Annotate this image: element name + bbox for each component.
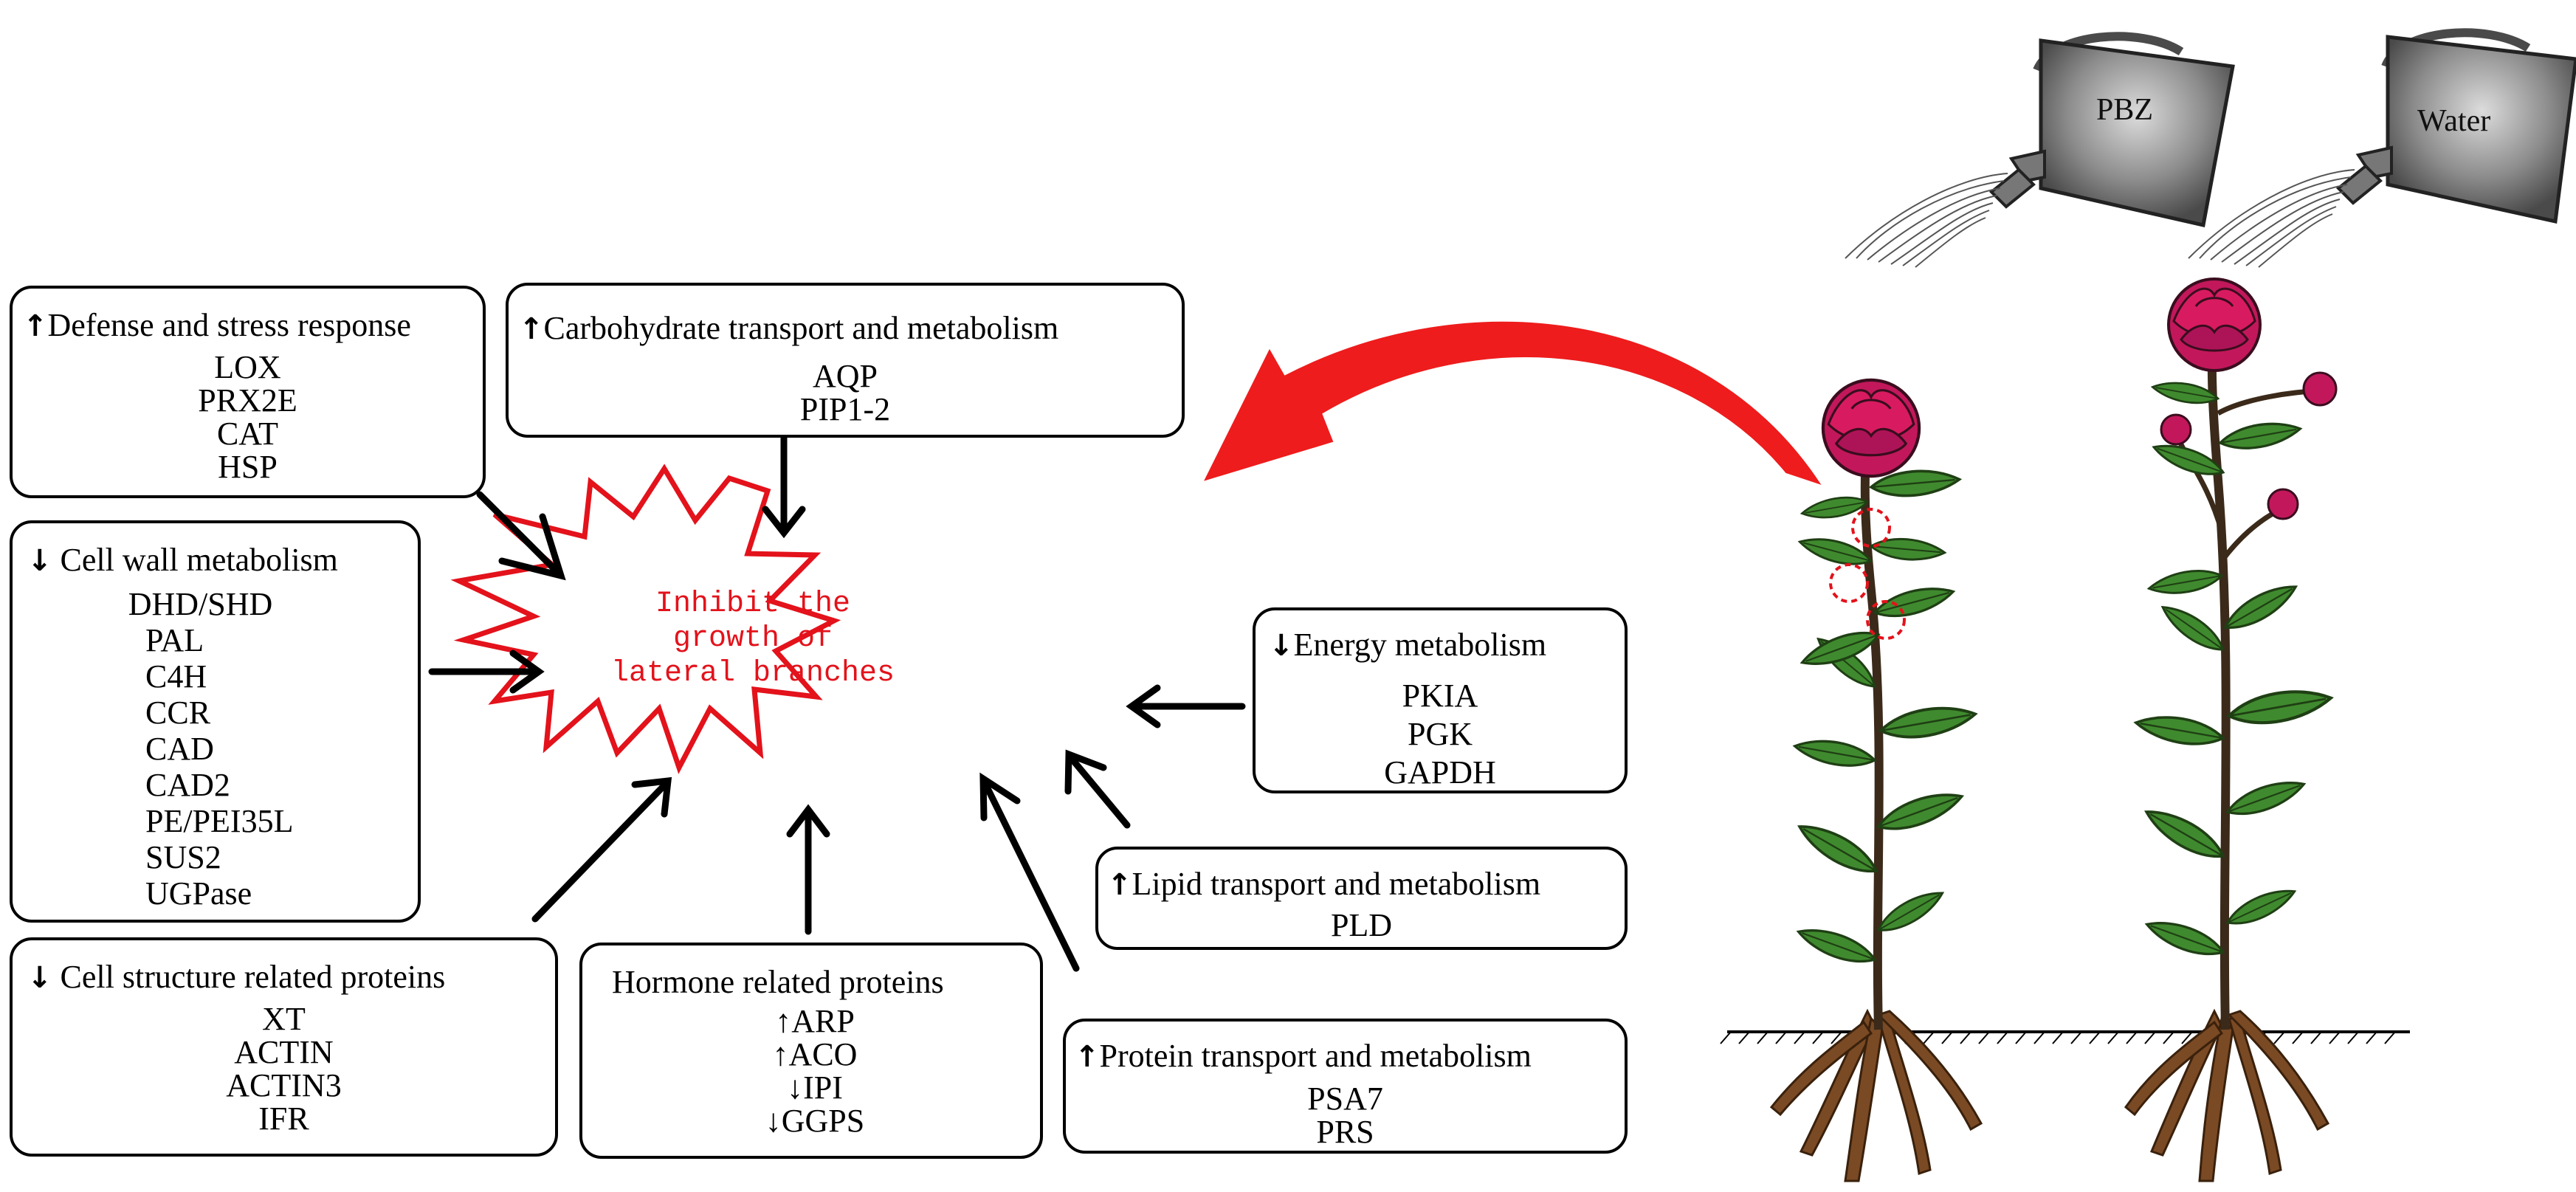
defense-item: PRX2E <box>198 382 297 418</box>
cell-structure-item: IFR <box>258 1100 309 1137</box>
cell-wall-item: PE/PEI35L <box>145 803 294 839</box>
carbohydrate-items: AQP PIP1-2 <box>509 359 1182 426</box>
defense-items: LOX PRX2E CAT HSP <box>13 351 483 483</box>
cell-wall-item: SUS2 <box>145 839 221 875</box>
cell-structure-title: ↓ Cell structure related proteins <box>27 959 446 995</box>
protein-title: ↑Protein transport and metabolism <box>1075 1038 1532 1074</box>
up-arrow-icon: ↑ <box>519 312 544 346</box>
energy-title: ↓Energy metabolism <box>1269 627 1547 663</box>
up-arrow-icon: ↑ <box>23 309 48 343</box>
pbz-label: PBZ <box>2096 93 2154 127</box>
hormone-items: ↑ARP ↑ACO ↓IPI ↓GGPS <box>590 1005 1040 1137</box>
cell-wall-item: DHD/SHD <box>128 586 273 622</box>
hormone-title: Hormone related proteins <box>612 964 944 1000</box>
defense-box: ↑Defense and stress response LOX PRX2E C… <box>10 286 486 498</box>
hormone-item: ↑ARP <box>775 1003 855 1039</box>
cell-wall-item: CAD <box>145 731 214 767</box>
water-watering-can <box>2188 28 2576 268</box>
cell-wall-item: CCR <box>145 695 211 731</box>
carbohydrate-box: ↑Carbohydrate transport and metabolism A… <box>506 283 1185 438</box>
center-line-3: lateral branches <box>610 657 895 690</box>
defense-item: HSP <box>218 449 278 485</box>
defense-item: LOX <box>214 349 281 385</box>
cell-wall-item: UGPase <box>145 875 252 912</box>
up-arrow-icon: ↑ <box>1075 1040 1100 1074</box>
water-plant <box>2124 278 2338 1182</box>
hormone-item: ↓IPI <box>787 1069 843 1106</box>
energy-item: GAPDH <box>1384 754 1496 790</box>
down-arrow-icon: ↓ <box>27 961 52 995</box>
defense-title: ↑Defense and stress response <box>23 307 411 343</box>
lipid-box: ↑Lipid transport and metabolism PLD <box>1095 847 1628 950</box>
cell-structure-item: ACTIN <box>234 1034 334 1070</box>
center-line-1: Inhibit the <box>655 588 851 621</box>
cell-structure-items: XT ACTIN ACTIN3 IFR <box>13 1002 555 1135</box>
cell-structure-item: XT <box>262 1001 306 1037</box>
hormone-box: Hormone related proteins ↑ARP ↑ACO ↓IPI … <box>579 943 1043 1159</box>
energy-item: PKIA <box>1402 678 1478 714</box>
protein-box: ↑Protein transport and metabolism PSA7 P… <box>1063 1019 1628 1154</box>
energy-item: PGK <box>1407 716 1473 752</box>
cell-structure-item: ACTIN3 <box>226 1067 342 1103</box>
curved-red-arrow <box>1204 321 1822 485</box>
lipid-item: PLD <box>1330 907 1393 943</box>
defense-item: CAT <box>216 416 279 452</box>
energy-items: PKIA PGK GAPDH <box>1256 677 1625 792</box>
energy-box: ↓Energy metabolism PKIA PGK GAPDH <box>1253 607 1628 793</box>
pbz-watering-can <box>1845 32 2235 268</box>
cell-wall-title: ↓ Cell wall metabolism <box>27 542 338 578</box>
water-label: Water <box>2417 104 2491 138</box>
input-arrows <box>428 434 1246 972</box>
cell-wall-box: ↓ Cell wall metabolism DHD/SHD PAL C4H C… <box>10 520 421 923</box>
center-label: Inhibit the growth of lateral branches <box>605 587 900 691</box>
down-arrow-icon: ↓ <box>27 544 52 578</box>
carbohydrate-item: AQP <box>812 358 878 394</box>
down-arrow-icon: ↓ <box>1269 629 1294 663</box>
center-line-2: growth of <box>672 622 833 655</box>
ground <box>1720 1030 2410 1044</box>
protein-items: PSA7 PRS <box>1066 1082 1625 1148</box>
carbohydrate-title: ↑Carbohydrate transport and metabolism <box>519 310 1059 346</box>
cell-wall-items: DHD/SHD PAL C4H CCR CAD CAD2 PE/PEI35L S… <box>0 586 418 912</box>
lipid-title: ↑Lipid transport and metabolism <box>1107 866 1541 902</box>
cell-wall-item: CAD2 <box>145 767 230 803</box>
cell-structure-box: ↓ Cell structure related proteins XT ACT… <box>10 937 558 1157</box>
protein-item: PSA7 <box>1307 1081 1383 1117</box>
pbz-plant <box>1769 380 1983 1182</box>
hormone-item: ↑ACO <box>772 1036 858 1072</box>
up-arrow-icon: ↑ <box>1107 868 1132 902</box>
carbohydrate-item: PIP1-2 <box>799 391 891 427</box>
cell-wall-item: C4H <box>145 658 207 695</box>
lipid-items: PLD <box>1098 909 1625 942</box>
hormone-item: ↓GGPS <box>765 1103 865 1139</box>
protein-item: PRS <box>1316 1114 1374 1150</box>
cell-wall-item: PAL <box>145 622 204 658</box>
